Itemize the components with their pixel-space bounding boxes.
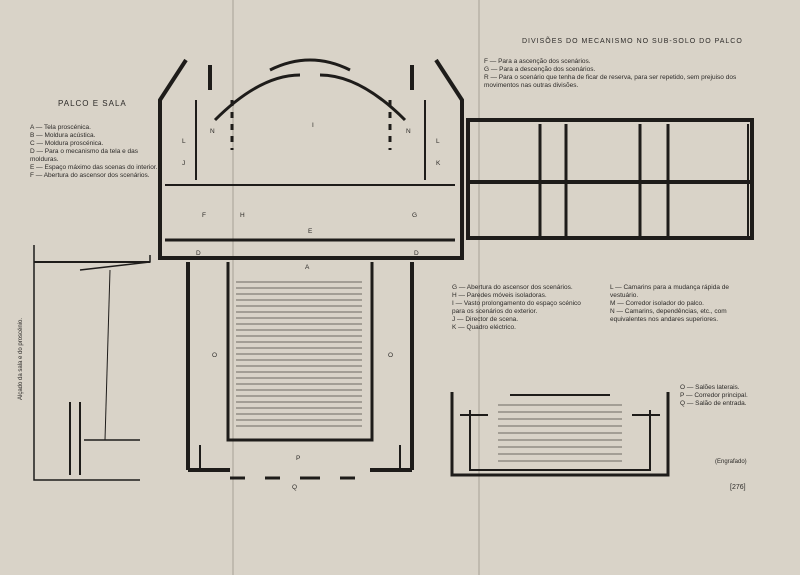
plan-label: K [436, 160, 441, 167]
legend-item: K — Quadro eléctrico. [452, 324, 516, 331]
plan-title: PALCO E SALA [58, 99, 127, 108]
fold-line [478, 0, 480, 575]
fold-line [232, 0, 234, 575]
subsolo-plan [466, 118, 754, 240]
plan-label: D [196, 250, 201, 257]
plan-label: F [202, 212, 206, 219]
legend-item: G — Abertura do ascensor dos scenários. [452, 284, 573, 291]
plan-label: A [305, 264, 310, 271]
legend-item: I — Vasto prolongamento do espaço scénic… [452, 300, 581, 315]
subsolo-legend: F — Para a ascenção dos scenários. G — P… [484, 58, 764, 90]
legend-item: H — Paredes móveis isoladoras. [452, 292, 547, 299]
section-seating [498, 404, 622, 462]
legend-item: O — Salões laterais. [680, 384, 740, 391]
plan-label: N [406, 128, 411, 135]
page-number: [276] [730, 484, 746, 491]
plan-label: D [414, 250, 419, 257]
legend-item: R — Para o scenário que tenha de ficar d… [484, 74, 737, 89]
legend-item: F — Abertura do ascensor dos scenários. [30, 172, 150, 179]
legend-o-q: O — Salões laterais. P — Corredor princi… [680, 384, 760, 408]
plan-label: O [388, 352, 394, 359]
plan-label: O [212, 352, 218, 359]
plan-label: I [312, 122, 314, 129]
plan-label: E [308, 228, 313, 235]
legend-item: N — Camarins, dependências, etc., com eq… [610, 308, 727, 323]
elevation-sketch [33, 245, 151, 481]
legend-item: G — Para a descenção dos scenários. [484, 66, 596, 73]
subsolo-title: DIVISÕES DO MECANISMO NO SUB-SOLO DO PAL… [522, 38, 743, 45]
legend-item: M — Corredor isolador do palco. [610, 300, 704, 307]
plan-label: P [296, 455, 301, 462]
legend-l-n: L — Camarins para a mudança rápida de ve… [610, 284, 750, 324]
legend-item: F — Para a ascenção dos scenários. [484, 58, 591, 65]
legend-item: B — Moldura acústica. [30, 132, 96, 139]
theatre-plan [158, 58, 464, 480]
plan-label: L [182, 138, 186, 145]
section-drawing [450, 392, 670, 477]
legend-item: A — Tela proscénica. [30, 124, 91, 131]
plan-label: L [436, 138, 440, 145]
legend-item: J — Director de scena. [452, 316, 519, 323]
plan-label: N [210, 128, 215, 135]
legend-item: L — Camarins para a mudança rápida de ve… [610, 284, 729, 299]
legend-item: P — Corredor principal. [680, 392, 748, 399]
legend-g-k: G — Abertura do ascensor dos scenários. … [452, 284, 592, 332]
seating-rows [236, 281, 362, 427]
legend-item: D — Para o mecanismo da tela e das moldu… [30, 148, 139, 163]
plan-label: H [240, 212, 245, 219]
plan-legend: A — Tela proscénica. B — Moldura acústic… [30, 124, 160, 180]
legend-item: C — Moldura proscénica. [30, 140, 104, 147]
credit: (Engrafado) [715, 459, 747, 465]
legend-item: Q — Salão de entrada. [680, 400, 747, 407]
plan-label: G [412, 212, 418, 219]
legend-item: E — Espaço máximo das scenas do interior… [30, 164, 158, 171]
plan-label: Q [292, 484, 298, 491]
plan-label: J [182, 160, 186, 167]
